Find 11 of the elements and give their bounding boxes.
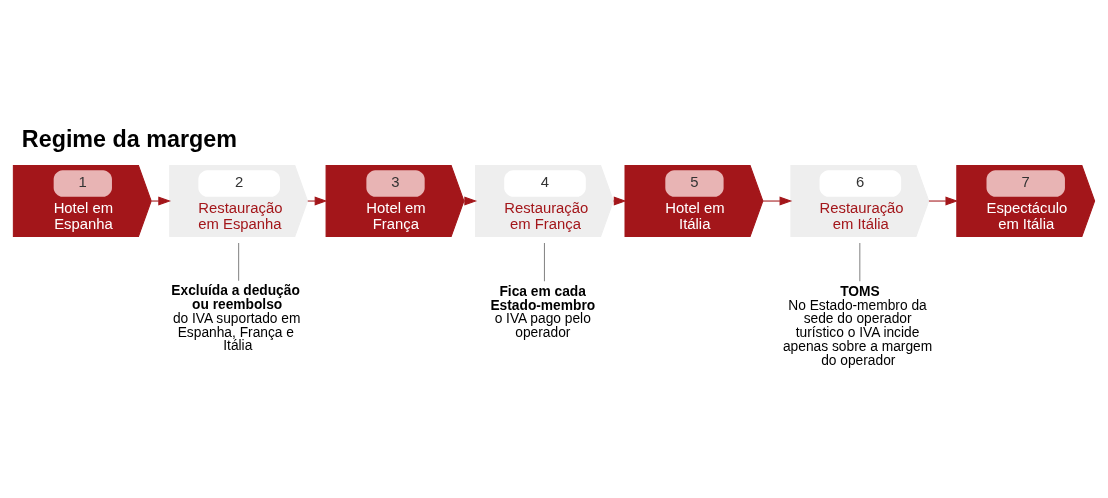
node-text: TOMS No Estado-membro da sede do operador turístico o IVA incide apenas sobre a margem do operador <box>782 283 933 368</box>
arrow <box>307 196 328 206</box>
node-text: Fica em cada Estado-membro o IVA pago pelo operador <box>490 283 596 341</box>
node-text: Excluída a dedução ou reembolso do IVA suportado em Espanha, França e Itália <box>171 283 301 354</box>
arrow <box>762 196 793 206</box>
diagram-title: Regime da margem <box>21 126 237 153</box>
arrow <box>150 196 172 206</box>
connector <box>238 242 240 282</box>
connector <box>859 242 861 282</box>
connector <box>543 242 545 282</box>
arrow <box>928 196 959 206</box>
